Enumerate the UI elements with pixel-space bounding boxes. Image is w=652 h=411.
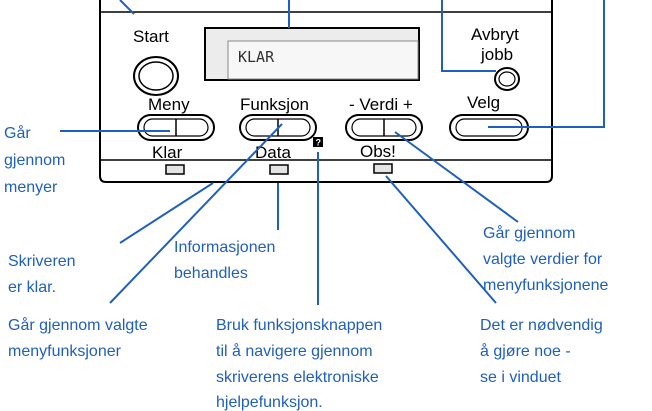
callout-function: Går gjennom valgte menyfunksjoner — [8, 316, 148, 360]
callout-ready-line2: er klar. — [8, 279, 56, 296]
callout-value-line2: valgte verdier for — [483, 251, 603, 268]
callout-help-line3: skriverens elektroniske — [216, 369, 379, 386]
attention-label: Obs! — [360, 142, 396, 161]
callout-help-line1: Bruk funksjonsknappen — [216, 317, 382, 334]
callout-attention-line3: se i vinduet — [480, 369, 561, 386]
cancel-job-button[interactable] — [494, 67, 520, 91]
lcd-display: KLAR — [204, 27, 420, 81]
callout-menu-line2: gjennom — [4, 152, 65, 169]
display-text: KLAR — [238, 48, 275, 66]
callout-value-line3: menyfunksjonene — [483, 277, 609, 294]
callout-menu-line1: Går — [4, 124, 31, 142]
help-icon: ? — [313, 137, 323, 148]
function-label: Funksjon — [240, 95, 309, 114]
callout-ready: Skriveren er klar. — [8, 253, 76, 296]
menu-label: Meny — [148, 95, 190, 114]
callout-attention-line1: Det er nødvendig — [480, 317, 603, 334]
value-label: - Verdi + — [349, 95, 413, 114]
callout-value: Går gjennom valgte verdier for menyfunks… — [483, 224, 609, 294]
ready-label: Klar — [152, 143, 183, 162]
data-indicator-light — [269, 164, 289, 175]
svg-text:?: ? — [316, 138, 322, 148]
callout-value-line1: Går gjennom — [483, 224, 576, 242]
callout-ready-line1: Skriveren — [8, 253, 76, 270]
cancel-job-label-line1: Avbryt — [471, 25, 519, 44]
callout-data-line2: behandles — [174, 265, 248, 282]
select-label: Velg — [467, 93, 500, 112]
attention-indicator-light — [373, 163, 393, 174]
start-label: Start — [133, 27, 169, 46]
value-button[interactable] — [345, 114, 423, 141]
callout-attention: Det er nødvendig å gjøre noe - se i vind… — [480, 317, 603, 386]
callout-menu-line3: menyer — [4, 179, 58, 196]
ready-indicator-light — [165, 164, 185, 175]
callout-help: Bruk funksjonsknappen til å navigere gje… — [216, 317, 382, 411]
cancel-job-label-line2: jobb — [480, 45, 513, 64]
callout-help-line4: hjelpefunksjon. — [216, 394, 323, 411]
menu-button[interactable] — [137, 114, 215, 141]
callout-lines — [60, 0, 605, 305]
start-button[interactable] — [133, 56, 179, 96]
callout-data-line1: Informasjonen — [174, 239, 275, 256]
callout-menu: Går gjennom menyer — [4, 124, 65, 196]
callout-attention-line2: å gjøre noe - — [480, 342, 571, 360]
callout-function-line1: Går gjennom valgte — [8, 316, 148, 334]
callout-data: Informasjonen behandles — [174, 239, 275, 282]
callout-function-line2: menyfunksjoner — [8, 343, 122, 360]
callout-help-line2: til å navigere gjennom — [216, 342, 373, 360]
data-label: Data — [255, 143, 291, 162]
